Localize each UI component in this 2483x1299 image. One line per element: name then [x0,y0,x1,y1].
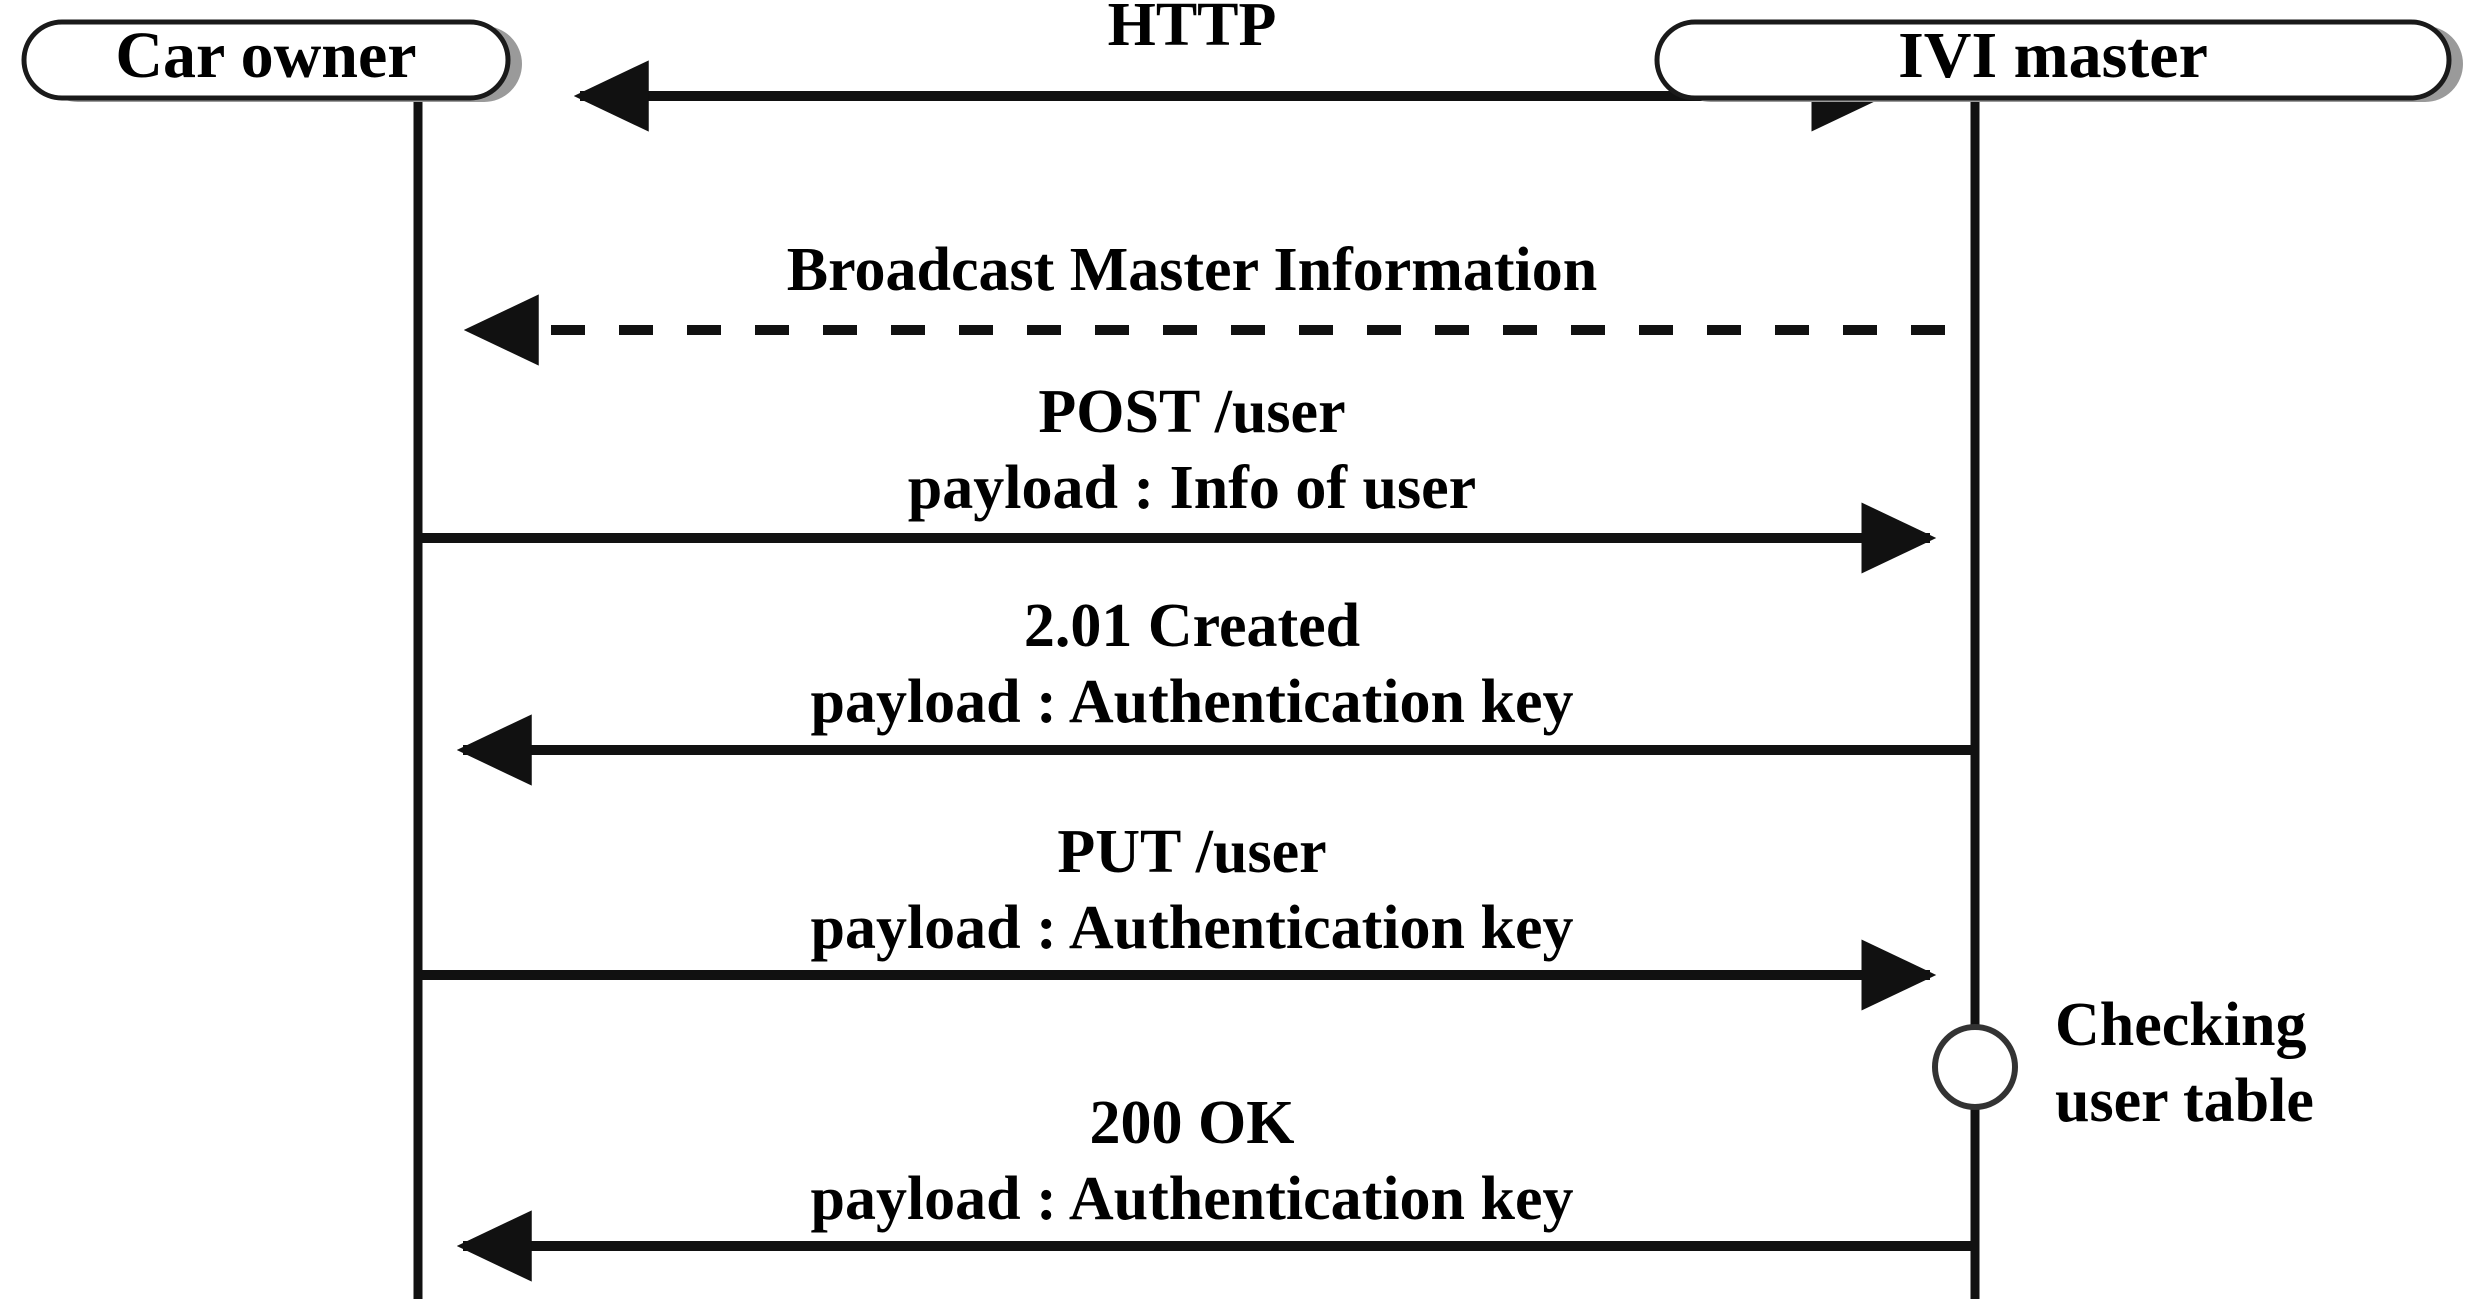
http-link-label: HTTP [1108,0,1277,59]
message-label-post-user-line2: payload : Info of user [908,454,1476,522]
actor-label-ivi-master: IVI master [1898,19,2208,92]
message-label-put-user-line2: payload : Authentication key [810,894,1573,962]
message-label-post-user-line1: POST /user [1038,378,1345,446]
message-label-broadcast-master-information: Broadcast Master Information [787,236,1598,304]
activity-marker-checking-user-table [1932,1024,2018,1110]
message-label-ok-response-line1: 200 OK [1090,1089,1295,1157]
actor-box-ivi-master[interactable] [1654,19,2452,101]
message-label-created-response-line2: payload : Authentication key [810,668,1573,736]
actor-label-car-owner: Car owner [115,19,416,92]
message-label-put-user-line1: PUT /user [1057,818,1326,886]
activity-note-line2: user table [2055,1067,2314,1135]
message-label-ok-response-line2: payload : Authentication key [810,1165,1573,1233]
message-label-created-response-line1: 2.01 Created [1024,592,1360,660]
actor-box-car-owner[interactable] [21,19,511,101]
activity-note-line1: Checking [2055,991,2306,1059]
